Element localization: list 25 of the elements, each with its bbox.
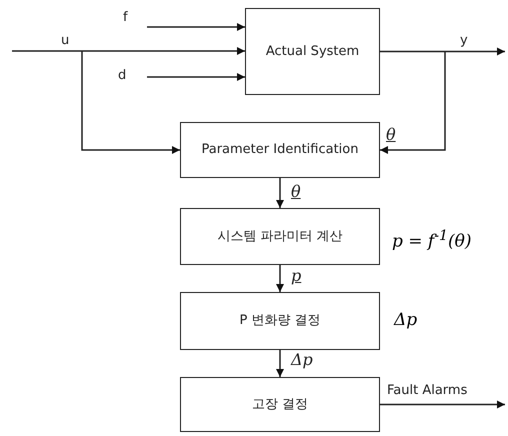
box-label: P 변화량 결정	[238, 313, 322, 329]
box-label: 고장 결정	[250, 396, 310, 412]
process-box	[180, 377, 380, 432]
formula-label: Δp	[394, 310, 418, 330]
arrow	[276, 265, 284, 292]
arrow	[147, 73, 245, 81]
edge-label: θ	[290, 182, 302, 201]
process-box	[180, 122, 380, 178]
process-box	[180, 208, 380, 265]
formula-label: p = f$^{-1}$(θ)	[392, 228, 472, 252]
arrow	[380, 51, 446, 154]
box-label: Actual System	[264, 44, 360, 60]
arrow	[380, 400, 505, 408]
edge-label: Δp	[290, 350, 314, 369]
process-box	[245, 8, 380, 95]
arrow	[81, 51, 180, 154]
arrow	[12, 47, 245, 55]
box-label: Parameter Identification	[200, 142, 360, 158]
process-box	[180, 292, 380, 350]
box-label: 시스템 파라미터 계산	[216, 228, 344, 244]
arrow	[147, 23, 245, 31]
arrow	[380, 48, 505, 56]
arrow	[276, 178, 284, 208]
arrow	[276, 350, 284, 377]
edge-label: θ	[385, 125, 397, 144]
